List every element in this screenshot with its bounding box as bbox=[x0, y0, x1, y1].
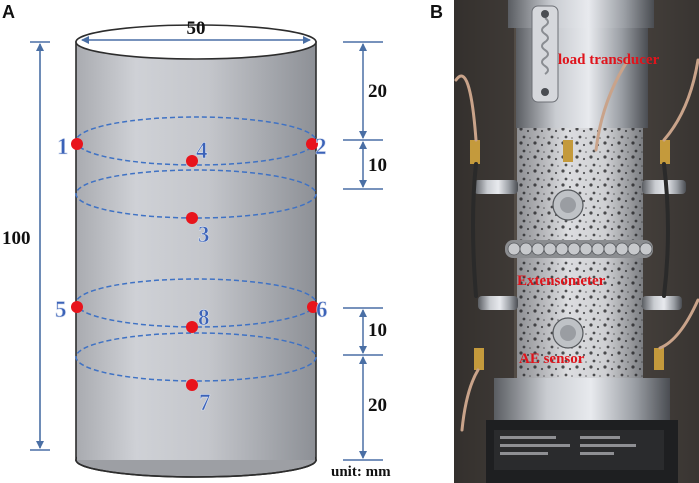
ae-sensor-label: AE sensor bbox=[519, 351, 585, 367]
sensor-dot-1 bbox=[71, 138, 83, 150]
sensor-dot-7 bbox=[186, 379, 198, 391]
load-transducer-label: load transducer bbox=[558, 52, 660, 68]
sensor-dot-4 bbox=[186, 155, 198, 167]
top-gap-label: 20 bbox=[368, 81, 387, 102]
sensor-number-3: 3 bbox=[198, 222, 210, 247]
sensor-dot-3 bbox=[186, 212, 198, 224]
experiment-photo bbox=[454, 0, 699, 483]
diameter-label: 50 bbox=[187, 18, 206, 39]
sensor-dot-5 bbox=[71, 301, 83, 313]
sensor-number-5: 5 bbox=[55, 297, 67, 322]
sensor-dot-2 bbox=[306, 138, 318, 150]
sensor-dots bbox=[71, 138, 319, 391]
sensor-number-8: 8 bbox=[198, 305, 210, 330]
sensor-number-4: 4 bbox=[196, 138, 208, 163]
panel-a-label: A bbox=[2, 2, 15, 22]
top-spacing-label: 10 bbox=[368, 155, 387, 176]
panel-b-label: B bbox=[430, 2, 443, 22]
ring-lower-2 bbox=[75, 332, 317, 382]
height-dimension bbox=[30, 41, 50, 451]
sensor-number-6: 6 bbox=[316, 297, 328, 322]
ring-upper-2 bbox=[75, 169, 317, 219]
cylinder-schematic bbox=[75, 24, 317, 478]
sensor-dot-6 bbox=[307, 301, 319, 313]
sensor-dot-8 bbox=[186, 321, 198, 333]
height-label: 100 bbox=[2, 228, 31, 249]
unit-label: unit: mm bbox=[331, 464, 391, 480]
bottom-spacing-label: 10 bbox=[368, 320, 387, 341]
bottom-gap-label: 20 bbox=[368, 395, 387, 416]
sensor-number-1: 1 bbox=[57, 134, 69, 159]
right-dimensions bbox=[343, 41, 383, 461]
sensor-number-7: 7 bbox=[199, 390, 211, 415]
sensor-number-2: 2 bbox=[315, 134, 327, 159]
extensometer-label: Extensometer bbox=[517, 273, 606, 289]
